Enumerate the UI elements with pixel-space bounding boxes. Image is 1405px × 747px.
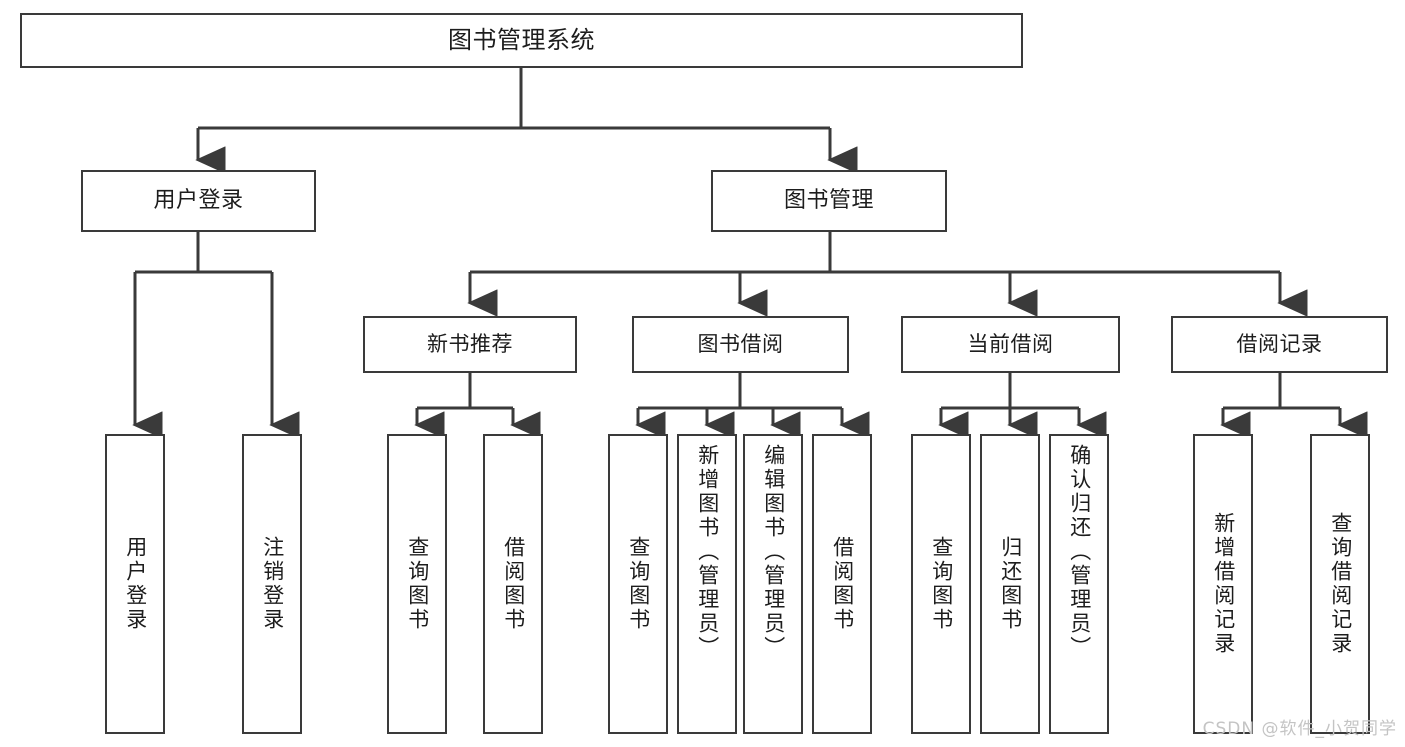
leaf-user-login-2-label: 注销登录: [260, 536, 285, 632]
leaf-book-borrow-3-label: 编辑图书（管理员）: [761, 444, 786, 660]
leaf-current-borrow-1-label: 查询图书: [929, 536, 954, 632]
csdn-watermark: CSDN @软件_小贺同学: [1202, 719, 1397, 739]
node-root-label: 图书管理系统: [448, 25, 595, 54]
node-root[interactable]: 图书管理系统: [20, 13, 1023, 68]
leaf-new-book-2[interactable]: 借阅图书: [483, 434, 543, 734]
leaf-book-borrow-4[interactable]: 借阅图书: [812, 434, 872, 734]
node-book-borrow[interactable]: 图书借阅: [632, 316, 849, 373]
node-user-login-label: 用户登录: [153, 188, 244, 214]
leaf-new-book-1[interactable]: 查询图书: [387, 434, 447, 734]
node-new-book-recommend[interactable]: 新书推荐: [363, 316, 577, 373]
leaf-borrow-record-1-label: 新增借阅记录: [1211, 512, 1236, 656]
leaf-user-login-1[interactable]: 用户登录: [105, 434, 165, 734]
leaf-book-borrow-2[interactable]: 新增图书（管理员）: [677, 434, 737, 734]
leaf-current-borrow-2-label: 归还图书: [998, 536, 1023, 632]
node-borrow-record-label: 借阅记录: [1236, 332, 1323, 357]
leaf-book-borrow-2-label: 新增图书（管理员）: [695, 444, 720, 660]
node-borrow-record[interactable]: 借阅记录: [1171, 316, 1388, 373]
leaf-book-borrow-3[interactable]: 编辑图书（管理员）: [743, 434, 803, 734]
leaf-user-login-2[interactable]: 注销登录: [242, 434, 302, 734]
node-book-management-label: 图书管理: [783, 188, 874, 214]
node-current-borrow[interactable]: 当前借阅: [901, 316, 1120, 373]
leaf-current-borrow-2[interactable]: 归还图书: [980, 434, 1040, 734]
node-new-book-recommend-label: 新书推荐: [427, 332, 513, 357]
node-book-borrow-label: 图书借阅: [697, 332, 784, 357]
leaf-current-borrow-1[interactable]: 查询图书: [911, 434, 971, 734]
leaf-book-borrow-1[interactable]: 查询图书: [608, 434, 668, 734]
leaf-book-borrow-4-label: 借阅图书: [830, 536, 855, 632]
leaf-borrow-record-2-label: 查询借阅记录: [1328, 512, 1353, 656]
leaf-user-login-1-label: 用户登录: [123, 536, 148, 632]
leaf-borrow-record-2[interactable]: 查询借阅记录: [1310, 434, 1370, 734]
leaf-current-borrow-3-label: 确认归还（管理员）: [1067, 444, 1092, 660]
node-book-management[interactable]: 图书管理: [711, 170, 947, 232]
node-current-borrow-label: 当前借阅: [967, 332, 1054, 357]
leaf-book-borrow-1-label: 查询图书: [626, 536, 651, 632]
leaf-current-borrow-3[interactable]: 确认归还（管理员）: [1049, 434, 1109, 734]
node-user-login[interactable]: 用户登录: [81, 170, 316, 232]
leaf-borrow-record-1[interactable]: 新增借阅记录: [1193, 434, 1253, 734]
leaf-new-book-2-label: 借阅图书: [501, 536, 526, 632]
leaf-new-book-1-label: 查询图书: [405, 536, 430, 632]
